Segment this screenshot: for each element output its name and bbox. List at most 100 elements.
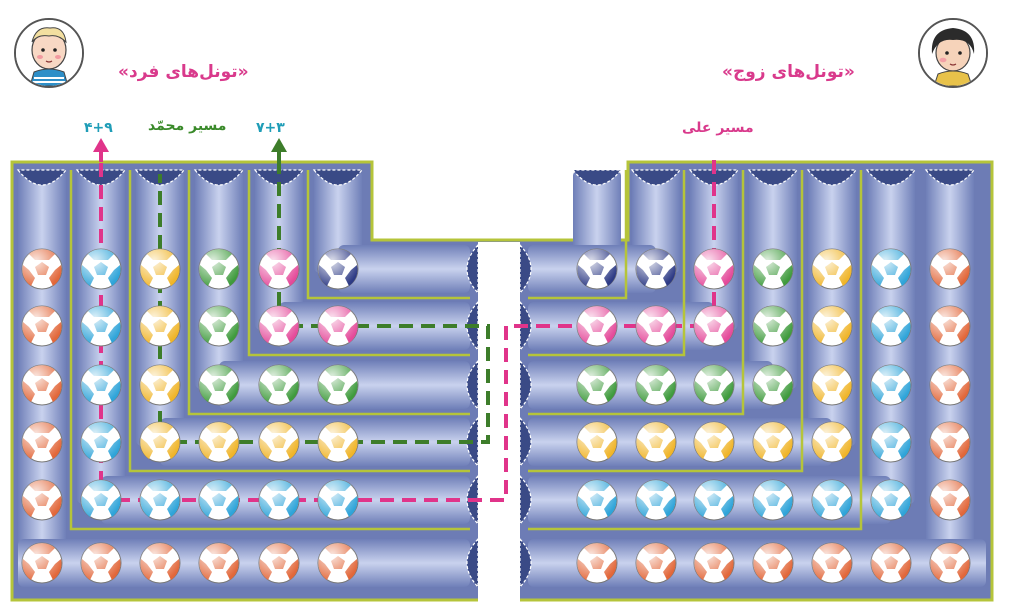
soccer-ball-orange [139, 542, 181, 584]
soccer-ball-blue [870, 305, 912, 347]
soccer-ball-blue [80, 248, 122, 290]
soccer-ball-orange [21, 542, 63, 584]
soccer-ball-pink [317, 305, 359, 347]
tube-top-opening [747, 169, 799, 186]
tube-openings [16, 169, 976, 589]
route-arrows [93, 138, 287, 162]
left-tunnel-divider [128, 170, 470, 473]
soccer-ball-green [693, 364, 735, 406]
soccer-ball-blue [317, 479, 359, 521]
tube-top-opening [253, 169, 305, 186]
left-tunnel-divider [306, 170, 470, 300]
soccer-ball-green [635, 364, 677, 406]
tube-top-opening [75, 169, 127, 186]
soccer-ball-yellow [258, 421, 300, 463]
right-horizontal-tube [528, 302, 714, 350]
soccer-ball-green [258, 364, 300, 406]
tube-side-opening [466, 359, 479, 411]
soccer-ball-orange [929, 364, 971, 406]
soccer-ball-orange [198, 542, 240, 584]
soccer-ball-yellow [139, 364, 181, 406]
odd-tunnels-label: «تونل‌های فرد» [118, 62, 249, 82]
soccer-ball-green [752, 248, 794, 290]
ali-path-label: مسیر علی [682, 120, 754, 136]
arrow-up-icon [93, 138, 109, 152]
soccer-ball-green [576, 364, 618, 406]
boy-avatar-right [918, 18, 988, 88]
even-tunnels-label: «تونل‌های زوج» [722, 62, 855, 82]
left-tunnel-divider [247, 170, 470, 357]
soccer-ball-blue [258, 479, 300, 521]
soccer-ball-pink [635, 305, 677, 347]
soccer-ball-orange [576, 542, 618, 584]
soccer-ball-blue [870, 421, 912, 463]
soccer-ball-orange [635, 542, 677, 584]
soccer-ball-blue [693, 479, 735, 521]
soccer-ball-yellow [635, 421, 677, 463]
soccer-ball-yellow [811, 421, 853, 463]
soccer-ball-orange [929, 421, 971, 463]
tube-top-opening [630, 169, 682, 186]
soccer-ball-yellow [139, 305, 181, 347]
soccer-ball-blue [80, 364, 122, 406]
tube-top-opening [193, 169, 245, 186]
sum-ali-label: ۴+۹ [84, 120, 113, 136]
boy-dark-hair-icon [920, 20, 986, 86]
tube-side-opening [519, 474, 532, 526]
ball-layer [21, 248, 971, 584]
soccer-ball-blue [870, 479, 912, 521]
soccer-ball-pink [258, 248, 300, 290]
arrow-stem [99, 150, 103, 162]
soccer-ball-orange [929, 479, 971, 521]
boy-blond-icon [16, 20, 82, 86]
tunnel-dividers [69, 170, 863, 531]
arrow-up-icon [271, 138, 287, 152]
soccer-ball-green [198, 364, 240, 406]
soccer-ball-blue [635, 479, 677, 521]
left-tunnel-divider [69, 170, 470, 531]
soccer-ball-blue [870, 364, 912, 406]
soccer-ball-blue [80, 305, 122, 347]
soccer-ball-yellow [752, 421, 794, 463]
soccer-ball-yellow [811, 364, 853, 406]
soccer-ball-yellow [693, 421, 735, 463]
tube-side-opening [519, 537, 532, 589]
tube-top-opening [571, 169, 623, 186]
tube-top-opening [806, 169, 858, 186]
right-tunnel-divider [528, 170, 804, 473]
soccer-ball-green [198, 248, 240, 290]
left-tunnel-divider [187, 170, 470, 416]
soccer-ball-green [317, 364, 359, 406]
soccer-ball-green [752, 364, 794, 406]
soccer-ball-blue [870, 248, 912, 290]
soccer-ball-navy [317, 248, 359, 290]
soccer-ball-yellow [811, 305, 853, 347]
mohammad-path-label: مسیر محمّد [148, 118, 227, 134]
soccer-ball-blue [80, 479, 122, 521]
soccer-ball-blue [811, 479, 853, 521]
right-tunnel-divider [528, 170, 863, 531]
soccer-ball-pink [693, 248, 735, 290]
soccer-ball-yellow [139, 248, 181, 290]
soccer-ball-orange [21, 248, 63, 290]
soccer-ball-orange [929, 305, 971, 347]
soccer-ball-yellow [198, 421, 240, 463]
tube-side-opening [519, 416, 532, 468]
ali-route-line [99, 160, 716, 502]
soccer-ball-orange [811, 542, 853, 584]
soccer-ball-blue [752, 479, 794, 521]
soccer-ball-green [752, 305, 794, 347]
sum-mohammad-label: ۷+۳ [256, 120, 285, 136]
tube-side-opening [466, 243, 479, 295]
left-horizontal-tube [338, 245, 470, 293]
left-horizontal-tube [279, 302, 470, 350]
right-tunnel-divider [528, 170, 628, 300]
soccer-ball-blue [198, 479, 240, 521]
soccer-ball-orange [929, 542, 971, 584]
right-tunnel-divider [528, 170, 686, 357]
soccer-ball-yellow [811, 248, 853, 290]
tube-side-opening [519, 359, 532, 411]
soccer-ball-orange [929, 248, 971, 290]
